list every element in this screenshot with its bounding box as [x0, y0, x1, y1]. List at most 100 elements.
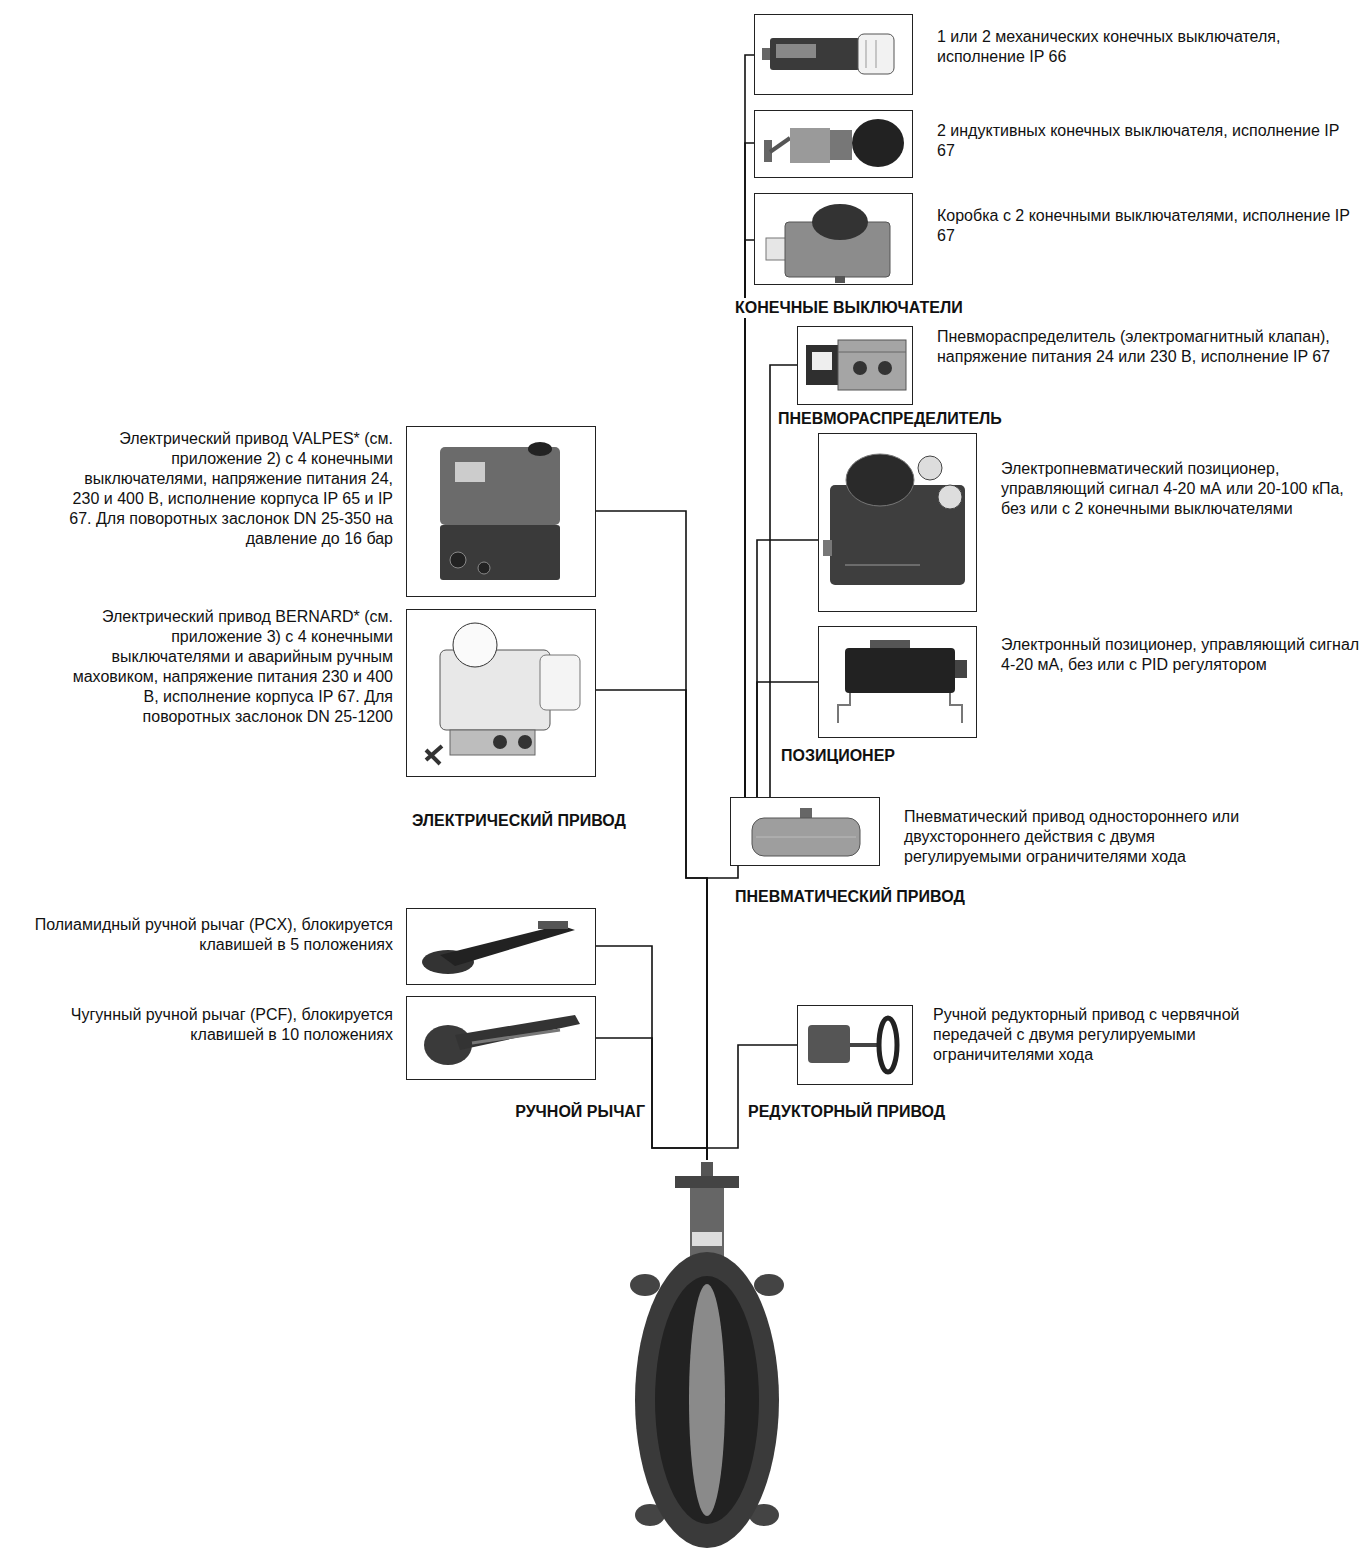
limit-switch-box-photo-part: [812, 204, 868, 240]
mechanical-limit-switch-photo-part: [858, 34, 894, 74]
inductive-limit-switch-photo-part: [770, 138, 790, 152]
limit-switch-box-photo: [766, 204, 890, 283]
pneumatic-actuator-photo-part: [756, 837, 856, 838]
solenoid-valve-photo-part: [812, 352, 832, 370]
connector-line: [770, 365, 797, 797]
hand-lever-box: Чугунный ручной рычаг (PCF), блокируется…: [406, 996, 596, 1080]
electropneumatic-positioner-photo-part: [823, 540, 832, 556]
bernard-actuator-photo-part: [453, 623, 497, 667]
bernard-actuator-photo-part: [540, 655, 580, 710]
connector-line: [596, 690, 707, 1160]
electropneumatic-positioner-photo: [823, 454, 965, 585]
butterfly-valve-drawing-part: [630, 1274, 660, 1296]
description-text: Ручной редукторный привод с червячной пе…: [933, 1005, 1293, 1065]
butterfly-valve-drawing-part: [701, 1162, 713, 1178]
description-text: Пневматический привод одностороннего или…: [904, 807, 1264, 867]
cast-iron-lever-photo: [424, 1015, 580, 1065]
description-text: Электропневматический позиционер, управл…: [1001, 459, 1361, 519]
group-heading: ПНЕВМАТИЧЕСКИЙ ПРИВОД: [732, 887, 968, 907]
solenoid-valve-box: Пневмораспределитель (электромагнитный к…: [797, 326, 913, 405]
cast-iron-lever-photo-part: [455, 1015, 580, 1050]
cast-iron-lever-photo-part: [472, 1030, 560, 1043]
gear-operator-box: Ручной редукторный привод с червячной пе…: [797, 1005, 913, 1085]
positioner-box: Электронный позиционер, управляющий сигн…: [818, 626, 977, 738]
polyamide-lever-photo-part: [440, 925, 575, 966]
inductive-limit-switch-photo: [764, 119, 904, 167]
butterfly-valve-drawing: [630, 1162, 784, 1548]
bernard-actuator-photo-part: [426, 746, 442, 764]
mechanical-limit-switch-photo-part: [866, 40, 867, 68]
limit-switch-box: 1 или 2 механических конечных выключател…: [754, 14, 913, 95]
inductive-limit-switch-photo-part: [852, 119, 904, 167]
butterfly-valve-drawing-part: [689, 1284, 725, 1516]
description-text: Пневмораспределитель (электромагнитный к…: [937, 327, 1361, 367]
description-text: Чугунный ручной рычаг (PCF), блокируется…: [6, 1005, 393, 1045]
electronic-positioner-photo-part: [845, 648, 955, 693]
electropneumatic-positioner-photo-part: [938, 485, 962, 509]
description-text: Коробка с 2 конечными выключателями, исп…: [937, 206, 1361, 246]
polyamide-lever-photo-part: [538, 921, 568, 929]
description-text: Электронный позиционер, управляющий сигн…: [1001, 635, 1361, 675]
bernard-actuator-photo: [426, 623, 580, 764]
valpes-actuator-photo-part: [440, 447, 560, 525]
group-heading: РЕДУКТОРНЫЙ ПРИВОД: [745, 1102, 948, 1122]
butterfly-valve-drawing-part: [754, 1274, 784, 1296]
electric-actuator-box: Электрический привод VALPES* (см. прилож…: [406, 426, 596, 597]
mechanical-limit-switch-photo-part: [776, 44, 816, 58]
butterfly-valve-drawing-part: [635, 1252, 779, 1548]
positioner-box: Электропневматический позиционер, управл…: [818, 433, 977, 612]
electronic-positioner-photo: [838, 640, 967, 723]
valpes-actuator-photo-part: [528, 442, 552, 456]
limit-switch-box: Коробка с 2 конечными выключателями, исп…: [754, 193, 913, 285]
electronic-positioner-photo-part: [955, 660, 967, 678]
valpes-actuator-photo-part: [478, 562, 490, 574]
bernard-actuator-photo-part: [518, 735, 532, 749]
electropneumatic-positioner-photo-part: [845, 565, 920, 566]
connector-line: [596, 511, 707, 1160]
butterfly-valve-drawing-part: [655, 1276, 759, 1524]
butterfly-valve-drawing-part: [675, 1176, 739, 1188]
electropneumatic-positioner-photo-part: [918, 456, 942, 480]
description-text: Электрический привод VALPES* (см. прилож…: [63, 429, 393, 549]
group-heading: ЭЛЕКТРИЧЕСКИЙ ПРИВОД: [409, 811, 629, 831]
connector-line: [707, 866, 738, 1160]
mechanical-limit-switch-photo-part: [770, 38, 860, 70]
inductive-limit-switch-photo-part: [830, 130, 852, 160]
polyamide-lever-photo: [422, 921, 575, 974]
inductive-limit-switch-photo-part: [790, 128, 830, 163]
connector-line: [745, 143, 754, 797]
limit-switch-box-photo-part: [766, 238, 786, 260]
valpes-actuator-photo-part: [440, 525, 560, 580]
electronic-positioner-photo-part: [870, 640, 910, 648]
mechanical-limit-switch-photo-part: [876, 40, 877, 68]
limit-switch-box-photo-part: [835, 276, 845, 283]
worm-gear-photo: [808, 1018, 897, 1072]
description-text: Полиамидный ручной рычаг (PCX), блокируе…: [6, 915, 393, 955]
group-heading: РУЧНОЙ РЫЧАГ: [512, 1102, 648, 1122]
connector-line: [745, 55, 754, 797]
solenoid-valve-photo-part: [806, 345, 838, 385]
worm-gear-photo-part: [808, 1025, 850, 1063]
solenoid-valve-photo-part: [838, 352, 906, 353]
group-heading: ПОЗИЦИОНЕР: [778, 746, 898, 766]
group-heading: ПНЕВМОРАСПРЕДЕЛИТЕЛЬ: [775, 409, 1005, 429]
description-text: Электрический привод BERNARD* (см. прило…: [63, 607, 393, 727]
electric-actuator-box: Электрический привод BERNARD* (см. прило…: [406, 609, 596, 777]
description-text: 2 индуктивных конечных выключателя, испо…: [937, 121, 1361, 161]
bernard-actuator-photo-part: [450, 730, 535, 755]
solenoid-valve-photo-part: [878, 361, 892, 375]
worm-gear-photo-part: [879, 1018, 897, 1072]
pneumatic-actuator-box: Пневматический привод одностороннего или…: [730, 797, 880, 866]
pneumatic-actuator-photo-part: [800, 808, 812, 818]
butterfly-valve: [630, 1160, 785, 1552]
connector-line: [745, 240, 754, 797]
bernard-actuator-photo-part: [440, 650, 550, 730]
valpes-actuator-photo-part: [455, 462, 485, 482]
electropneumatic-positioner-photo-part: [846, 454, 914, 506]
group-heading: КОНЕЧНЫЕ ВЫКЛЮЧАТЕЛИ: [732, 298, 966, 318]
connector-line: [596, 1038, 707, 1160]
worm-gear-photo-part: [850, 1043, 880, 1047]
